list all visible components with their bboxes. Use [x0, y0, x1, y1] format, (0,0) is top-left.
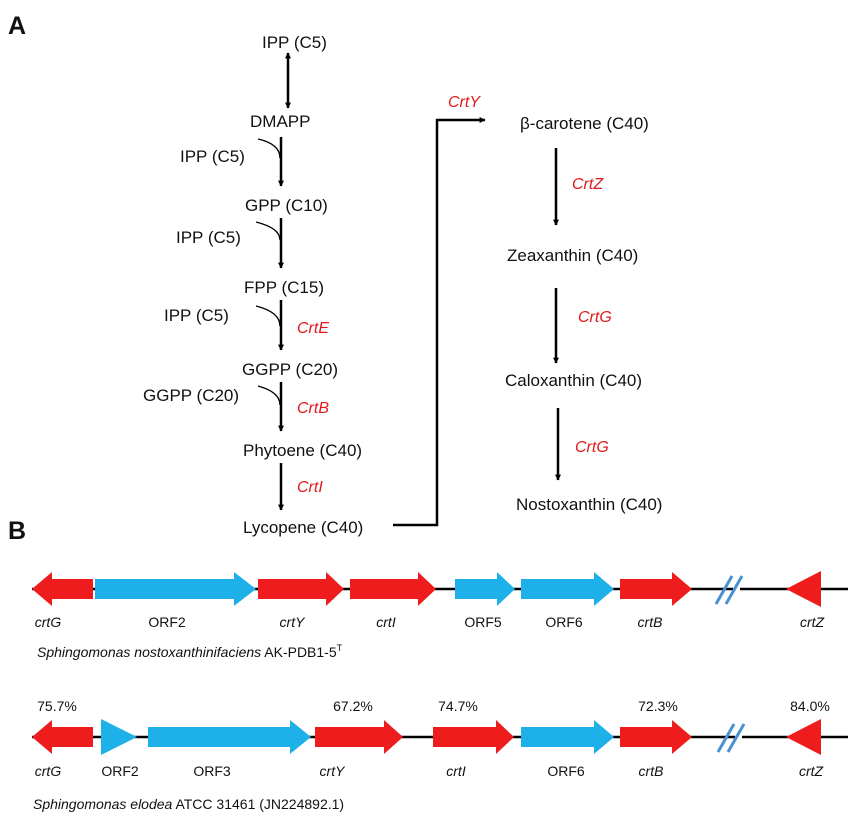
gene-arrow-orf6 [521, 720, 614, 754]
gene-cluster-2: 75.7% 67.2% 74.7% 72.3% 84.0% crtG ORF2 … [32, 698, 848, 812]
node-dmapp: DMAPP [250, 112, 310, 131]
identity-crty: 67.2% [333, 698, 373, 714]
pathway-arrows [255, 52, 561, 527]
organism-label-2: Sphingomonas elodea ATCC 31461 (JN224892… [33, 796, 344, 812]
gene-arrow-crtb [620, 572, 692, 606]
node-ggpp: GGPP (C20) [242, 360, 338, 379]
gene-label: ORF6 [547, 763, 585, 779]
gene-arrow-crtg [32, 720, 93, 754]
gene-label: ORF2 [101, 763, 139, 779]
gene-label: crtB [639, 763, 664, 779]
input-ipp-1: IPP (C5) [180, 147, 245, 166]
gene-label: ORF2 [148, 614, 186, 630]
gene-label: crtB [638, 614, 663, 630]
organism-strain: AK-PDB1-5 [261, 644, 337, 660]
gene-label: ORF5 [464, 614, 502, 630]
enzyme-crti: CrtI [297, 479, 323, 496]
identity-crti: 74.7% [438, 698, 478, 714]
arrow-lycopene-betacarotene [393, 117, 486, 527]
input-ipp-2: IPP (C5) [176, 228, 241, 247]
gene-arrow-crty [258, 572, 344, 606]
node-nostoxanthin: Nostoxanthin (C40) [516, 495, 662, 514]
curve-ipp-1 [257, 138, 281, 159]
gene-cluster-1: crtG ORF2 crtY crtI ORF5 ORF6 crtB crtZ … [32, 571, 848, 660]
gene-label: crtZ [799, 763, 824, 779]
organism-species: Sphingomonas elodea [33, 796, 173, 812]
gene-arrow-orf6 [521, 572, 614, 606]
curve-ggpp [257, 385, 281, 406]
gene-arrow-crti [350, 572, 436, 606]
gene-label: crtZ [800, 614, 825, 630]
gene-label: crtG [35, 763, 62, 779]
break-mark-2 [716, 723, 746, 753]
gene-label: crtY [320, 763, 347, 779]
gene-arrow-crtz [786, 719, 821, 755]
panel-a-label: A [8, 12, 26, 40]
enzyme-crtb: CrtB [297, 400, 329, 417]
identity-crtz: 84.0% [790, 698, 830, 714]
node-caloxanthin: Caloxanthin (C40) [505, 371, 642, 390]
gene-arrow-orf5 [455, 572, 515, 606]
gene-arrow-orf2 [95, 572, 256, 606]
gene-label: crtY [280, 614, 307, 630]
gene-label: ORF3 [193, 763, 231, 779]
enzyme-crtz: CrtZ [572, 176, 604, 193]
gene-label: crtI [376, 614, 396, 630]
organism-species: Sphingomonas nostoxanthinifaciens [37, 644, 261, 660]
curve-ipp-3 [255, 305, 281, 327]
curve-ipp-2 [255, 221, 281, 241]
input-ipp-3: IPP (C5) [164, 306, 229, 325]
gene-arrow-crtg [32, 572, 93, 606]
break-mark-1 [714, 575, 744, 605]
gene-arrow-orf2 [101, 719, 137, 755]
gene-arrow-crtb [620, 720, 692, 754]
gene-arrow-crtz [786, 571, 821, 607]
input-ggpp: GGPP (C20) [143, 386, 239, 405]
gene-arrow-crty [315, 720, 403, 754]
node-beta-carotene: β-carotene (C40) [520, 114, 649, 133]
node-lycopene: Lycopene (C40) [243, 518, 363, 537]
gene-label: crtI [446, 763, 466, 779]
gene-arrow-orf3 [148, 720, 311, 754]
identity-crtb: 72.3% [638, 698, 678, 714]
enzyme-crty: CrtY [448, 94, 481, 111]
panel-b-label: B [8, 517, 26, 545]
enzyme-crtg-2: CrtG [575, 439, 609, 456]
node-zeaxanthin: Zeaxanthin (C40) [507, 246, 638, 265]
node-fpp: FPP (C15) [244, 278, 324, 297]
gene-label: crtG [35, 614, 62, 630]
gene-label: ORF6 [545, 614, 583, 630]
enzyme-crte: CrtE [297, 320, 329, 337]
node-ipp: IPP (C5) [262, 33, 327, 52]
node-phytoene: Phytoene (C40) [243, 441, 362, 460]
identity-crtg: 75.7% [37, 698, 77, 714]
gene-arrow-crti [433, 720, 514, 754]
node-gpp: GPP (C10) [245, 196, 328, 215]
organism-label-1: Sphingomonas nostoxanthinifaciens AK-PDB… [37, 643, 343, 660]
organism-superscript: T [337, 643, 343, 653]
organism-strain: ATCC 31461 (JN224892.1) [172, 796, 344, 812]
enzyme-crtg-1: CrtG [578, 309, 612, 326]
